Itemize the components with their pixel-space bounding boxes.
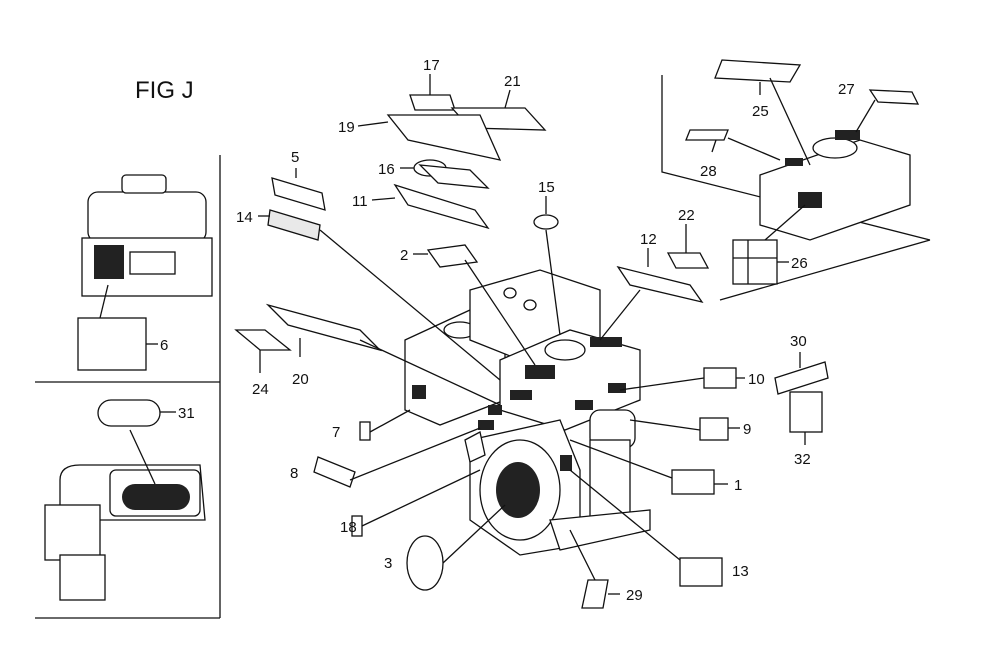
callout-labels: 1 2 3 5 6 7 8 9 10 11 12 13 14 15 16 17 … [160,57,855,604]
decal-24 [234,329,292,351]
callout-2: 2 [400,247,408,264]
callout-28: 28 [700,163,717,180]
callout-11: 11 [352,193,368,210]
callout-30: 30 [790,333,807,350]
leader-lines [258,74,806,595]
decal-11 [393,183,490,230]
decal-12 [616,265,704,304]
callout-32: 32 [794,451,811,468]
callout-20: 20 [292,371,309,388]
decal-7 [359,421,371,441]
callout-26: 26 [791,255,808,272]
callout-22: 22 [678,207,695,224]
callout-31: 31 [178,405,195,422]
callout-25: 25 [752,103,769,120]
inset-engine-top [77,174,213,371]
engine-body [404,269,651,556]
callout-1: 1 [734,477,742,494]
callout-8: 8 [290,465,298,482]
callout-24: 24 [252,381,269,398]
decal-1 [671,469,715,495]
callout-12: 12 [640,231,657,248]
left-inset-frame [35,155,221,619]
decal-2 [426,244,479,268]
callout-19: 19 [338,119,355,136]
decal-8 [313,456,356,488]
decal-9 [699,417,729,441]
callout-9: 9 [743,421,751,438]
decal-15 [533,214,559,230]
decal-17 [409,94,456,111]
decal-5 [271,177,326,211]
decal-19 [386,114,502,161]
decal-3 [406,535,444,591]
callout-5: 5 [291,149,299,166]
decal-30 [774,361,829,395]
decal-22 [666,252,710,269]
decal-29 [581,579,609,609]
callout-27: 27 [838,81,855,98]
callout-21: 21 [504,73,521,90]
decals [234,94,829,609]
decal-13 [679,557,723,587]
callout-15: 15 [538,179,555,196]
callout-14: 14 [236,209,253,226]
callout-18: 18 [340,519,357,536]
callout-3: 3 [384,555,392,572]
callout-13: 13 [732,563,749,580]
figure-title: FIG J [135,77,194,104]
callout-6: 6 [160,337,168,354]
decal-14 [267,209,321,241]
callout-17: 17 [423,57,440,74]
decal-10 [703,367,737,389]
callout-29: 29 [626,587,643,604]
decal-32 [789,391,823,433]
decal-20 [265,303,383,352]
callout-10: 10 [748,371,765,388]
callout-7: 7 [332,424,340,441]
callout-16: 16 [378,161,395,178]
fuel-tank [685,59,920,285]
inset-muffler [44,399,206,601]
